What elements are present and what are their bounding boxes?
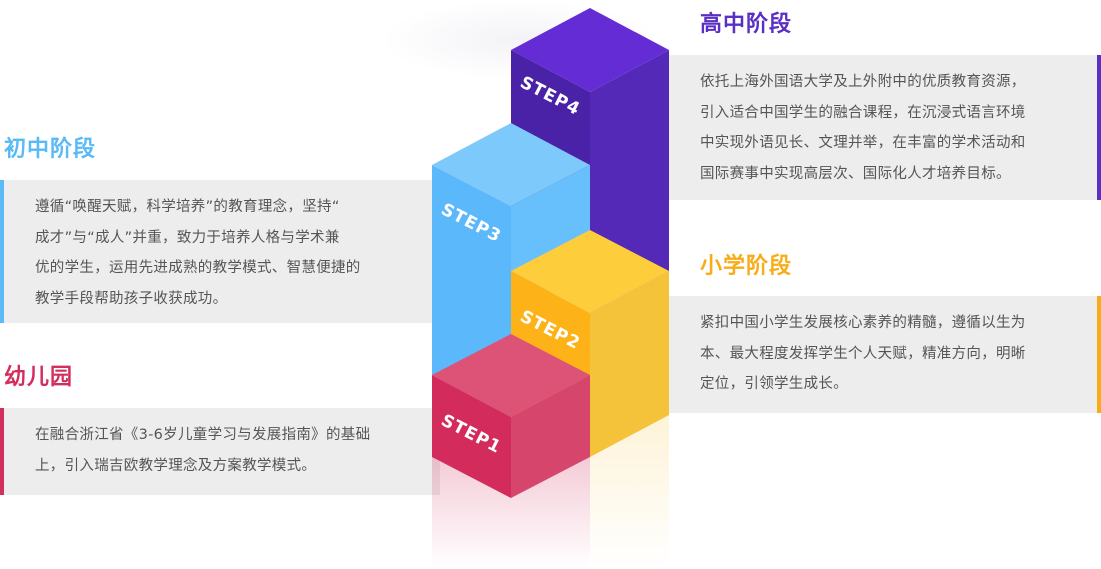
primary-school-title: 小学阶段 [700,254,793,279]
text-line: 中实现外语见长、文理并举，在丰富的学术活动和 [700,135,1026,151]
text-line: 本、最大程度发挥学生个人天赋，精准方向，明晰 [700,345,1026,362]
text-line: 定位，引领学生成长。 [700,376,848,392]
step2-reflection [590,415,669,569]
middle-school-panel: 遵循“唤醒天赋，科学培养”的教育理念，坚持“ 成才”与“成人”并重，致力于培养人… [0,180,440,323]
kindergarten-title: 幼儿园 [4,365,74,390]
text-line: 紧扣中国小学生发展核心素养的精髓，遵循以生为 [700,315,1026,331]
high-school-panel: 依托上海外国语大学及上外附中的优质教育资源， 引入适合中国学生的融合课程，在沉浸… [669,55,1101,200]
text-line: 遵循“唤醒天赋，科学培养”的教育理念，坚持“ [35,199,340,215]
kindergarten-description: 在融合浙江省《3-6岁儿童学习与发展指南》的基础 上，引入瑞吉欧教学理念及方案教… [35,420,370,481]
text-line: 引入适合中国学生的融合课程，在沉浸式语言环境 [700,104,1026,121]
step1-reflection [432,457,511,569]
high-school-description: 依托上海外国语大学及上外附中的优质教育资源， 引入适合中国学生的融合课程，在沉浸… [700,67,1026,189]
primary-school-description: 紧扣中国小学生发展核心素养的精髓，遵循以生为 本、最大程度发挥学生个人天赋，精准… [700,308,1026,400]
text-line: 上，引入瑞吉欧教学理念及方案教学模式。 [35,457,317,474]
text-line: 依托上海外国语大学及上外附中的优质教育资源， [700,74,1026,90]
text-line: 国际赛事中实现高层次、国际化人才培养目标。 [700,165,1011,182]
primary-school-panel: 紧扣中国小学生发展核心素养的精髓，遵循以生为 本、最大程度发挥学生个人天赋，精准… [660,296,1101,413]
kindergarten-panel: 在融合浙江省《3-6岁儿童学习与发展指南》的基础 上，引入瑞吉欧教学理念及方案教… [0,408,440,495]
text-line: 教学手段帮助孩子收获成功。 [35,290,228,307]
middle-school-description: 遵循“唤醒天赋，科学培养”的教育理念，坚持“ 成才”与“成人”并重，致力于培养人… [35,192,361,314]
high-school-title: 高中阶段 [700,12,793,37]
text-line: 优的学生，运用先进成熟的教学模式、智慧便捷的 [35,260,361,276]
middle-school-title: 初中阶段 [4,137,97,162]
text-line: 在融合浙江省《3-6岁儿童学习与发展指南》的基础 [35,427,371,443]
step1-reflection [511,457,590,569]
step1-block [432,334,590,498]
text-line: 成才”与“成人”并重，致力于培养人格与学术兼 [35,229,340,246]
